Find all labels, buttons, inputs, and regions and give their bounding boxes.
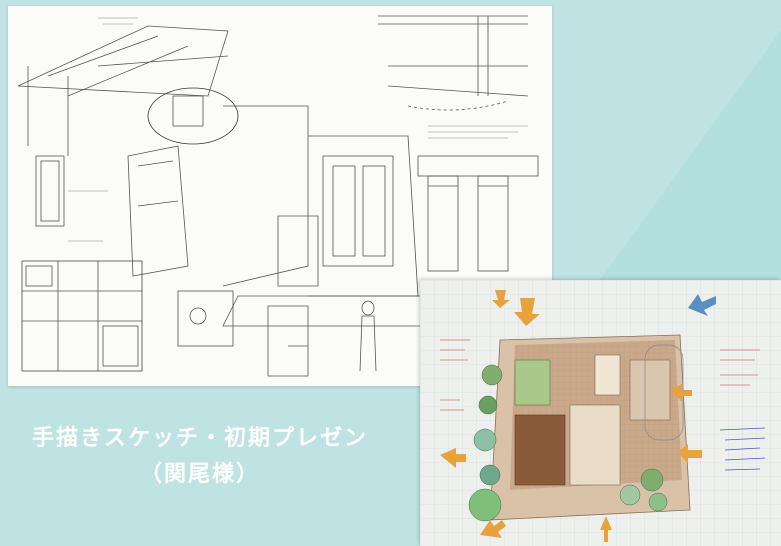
site-plan-image [420, 280, 781, 546]
caption-client-name: （関尾様） [139, 462, 260, 487]
caption-title: 手描きスケッチ・初期プレゼン [31, 426, 368, 451]
